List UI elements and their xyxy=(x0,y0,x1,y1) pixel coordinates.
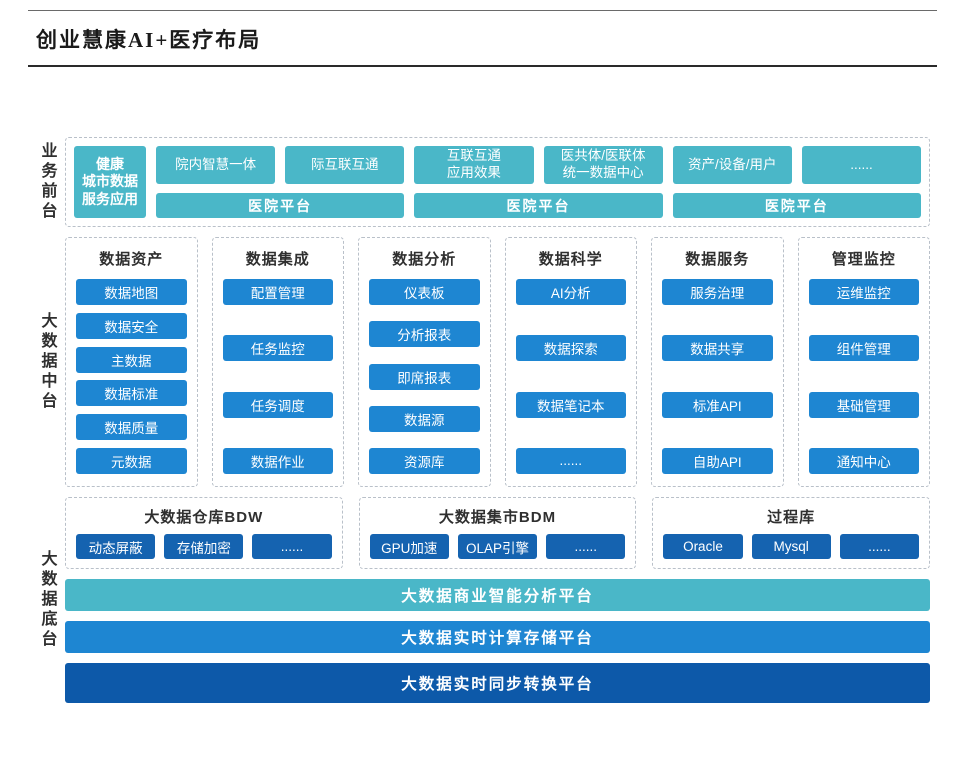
side-label-business-front-text: 业务前台 xyxy=(38,142,56,222)
capability-node: 服务治理 xyxy=(662,279,773,305)
column-header: 管理监控 xyxy=(831,251,896,268)
capability-node: 数据源 xyxy=(369,405,480,432)
capability-node: 元数据 xyxy=(76,447,187,474)
column-data-assets: 数据资产 数据地图 数据安全 主数据 数据标准 数据质量 元数据 xyxy=(65,237,198,487)
capability-node: 资源库 xyxy=(369,448,480,474)
capability-node: 配置管理 xyxy=(222,279,333,305)
column-data-analysis: 数据分析 仪表板 分析报表 即席报表 数据源 资源库 xyxy=(358,237,491,487)
front-row-apps: 院内智慧一体 际互联互通 互联互通 应用效果 医共体/医联体 统一数据中心 资产… xyxy=(156,146,922,184)
column-data-services: 数据服务 服务治理 数据共享 标准API 自助API xyxy=(651,237,784,487)
front-panel: 健康 城市数据 服务应用 院内智慧一体 际互联互通 互联互通 应用效果 医共体/… xyxy=(65,137,930,227)
storage-node-more: ...... xyxy=(839,534,919,559)
group-title: 大数据集市BDM xyxy=(438,509,557,526)
capability-node: 数据标准 xyxy=(76,380,187,407)
middle-columns: 数据资产 数据地图 数据安全 主数据 数据标准 数据质量 元数据 数据集成 配置… xyxy=(65,237,930,487)
storage-node: 存储加密 xyxy=(164,534,244,559)
side-label-business-front: 业务前台 xyxy=(28,137,65,227)
side-label-data-base: 大数据底台 xyxy=(28,497,65,703)
storage-node: 动态屏蔽 xyxy=(76,534,156,559)
capability-node: 任务监控 xyxy=(222,335,333,362)
capability-node: 基础管理 xyxy=(808,391,919,418)
column-header: 数据集成 xyxy=(245,251,310,268)
base-platform-content: 大数据仓库BDW 动态屏蔽 存储加密 ...... 大数据集市BDM GPU加速… xyxy=(65,497,931,703)
group-title: 大数据仓库BDW xyxy=(144,509,264,526)
capability-node: AI分析 xyxy=(515,279,626,305)
storage-node-more: ...... xyxy=(546,534,626,559)
side-label-data-middle: 大数据中台 xyxy=(28,237,65,487)
capability-node: 数据笔记本 xyxy=(515,391,626,418)
column-items: 运维监控 组件管理 基础管理 通知中心 xyxy=(808,279,919,474)
group-items: Oracle Mysql ...... xyxy=(663,534,919,559)
storage-node: GPU加速 xyxy=(369,534,449,559)
column-header: 数据分析 xyxy=(392,251,457,268)
platform-bar-realtime-compute-storage: 大数据实时计算存储平台 xyxy=(65,621,930,653)
capability-node: 数据共享 xyxy=(662,335,773,362)
hospital-platform-node: 医院平台 xyxy=(672,193,921,218)
column-items: 配置管理 任务监控 任务调度 数据作业 xyxy=(222,279,333,474)
app-node: 资产/设备/用户 xyxy=(672,146,792,184)
app-node: 互联互通 应用效果 xyxy=(414,146,534,184)
app-node: 院内智慧一体 xyxy=(156,146,276,184)
column-header: 数据科学 xyxy=(538,251,603,268)
capability-node: 数据地图 xyxy=(76,279,187,305)
section-data-base-platform: 大数据底台 大数据仓库BDW 动态屏蔽 存储加密 ...... 大数据集市BDM xyxy=(28,497,931,703)
front-row-platforms: 医院平台 医院平台 医院平台 xyxy=(156,193,921,218)
platform-bar-realtime-sync-transform: 大数据实时同步转换平台 xyxy=(65,663,930,703)
group-items: GPU加速 OLAP引擎 ...... xyxy=(369,534,626,559)
capability-node: 即席报表 xyxy=(369,363,480,390)
page-title: 创业慧康AI+医疗布局 xyxy=(36,28,262,52)
group-title: 过程库 xyxy=(767,509,816,526)
capability-node: 组件管理 xyxy=(808,335,919,362)
capability-node: 数据质量 xyxy=(76,414,187,441)
title-underline xyxy=(28,65,937,67)
top-rule xyxy=(28,10,937,11)
capability-node: 分析报表 xyxy=(369,321,480,348)
hospital-platform-node: 医院平台 xyxy=(156,193,405,218)
capability-node: 数据安全 xyxy=(76,312,187,339)
group-process-db: 过程库 Oracle Mysql ...... xyxy=(652,497,931,569)
capability-node: 标准API xyxy=(662,391,773,418)
side-label-data-base-text: 大数据底台 xyxy=(38,550,56,650)
storage-node: Oracle xyxy=(663,534,743,559)
storage-node: OLAP引擎 xyxy=(457,534,538,559)
capability-node: 运维监控 xyxy=(808,279,919,305)
capability-node: 任务调度 xyxy=(222,391,333,418)
front-label-box: 健康 城市数据 服务应用 xyxy=(74,146,146,218)
hospital-platform-node: 医院平台 xyxy=(414,193,663,218)
column-header: 数据服务 xyxy=(685,251,750,268)
platform-bar-bi-analysis: 大数据商业智能分析平台 xyxy=(65,579,930,611)
group-items: 动态屏蔽 存储加密 ...... xyxy=(76,534,332,559)
app-node: 医共体/医联体 统一数据中心 xyxy=(543,146,663,184)
capability-node: 通知中心 xyxy=(808,447,919,474)
column-items: AI分析 数据探索 数据笔记本 ...... xyxy=(515,279,626,474)
architecture-diagram: 业务前台 健康 城市数据 服务应用 院内智慧一体 际互联互通 互联互通 应用效果… xyxy=(28,137,931,703)
app-node-more: ...... xyxy=(801,146,922,184)
front-right: 院内智慧一体 际互联互通 互联互通 应用效果 医共体/医联体 统一数据中心 资产… xyxy=(156,146,922,218)
storage-node: Mysql xyxy=(751,534,831,559)
app-node: 际互联互通 xyxy=(285,146,405,184)
side-label-data-middle-text: 大数据中台 xyxy=(38,312,56,412)
section-data-middle-platform: 大数据中台 数据资产 数据地图 数据安全 主数据 数据标准 数据质量 元数据 数… xyxy=(28,237,930,487)
column-management-monitoring: 管理监控 运维监控 组件管理 基础管理 通知中心 xyxy=(797,237,930,487)
capability-node: 仪表板 xyxy=(369,279,480,305)
column-items: 数据地图 数据安全 主数据 数据标准 数据质量 元数据 xyxy=(76,279,187,474)
section-business-front: 业务前台 健康 城市数据 服务应用 院内智慧一体 际互联互通 互联互通 应用效果… xyxy=(28,137,930,227)
capability-node-more: ...... xyxy=(515,447,626,474)
column-header: 数据资产 xyxy=(99,251,164,268)
column-data-integration: 数据集成 配置管理 任务监控 任务调度 数据作业 xyxy=(211,237,344,487)
column-items: 服务治理 数据共享 标准API 自助API xyxy=(662,279,773,474)
column-data-science: 数据科学 AI分析 数据探索 数据笔记本 ...... xyxy=(504,237,637,487)
column-items: 仪表板 分析报表 即席报表 数据源 资源库 xyxy=(369,279,480,474)
storage-row: 大数据仓库BDW 动态屏蔽 存储加密 ...... 大数据集市BDM GPU加速… xyxy=(65,497,931,569)
capability-node: 主数据 xyxy=(76,346,187,373)
capability-node: 数据作业 xyxy=(222,447,333,474)
capability-node: 数据探索 xyxy=(515,335,626,362)
capability-node: 自助API xyxy=(662,447,773,474)
group-data-mart-bdm: 大数据集市BDM GPU加速 OLAP引擎 ...... xyxy=(358,497,637,569)
storage-node-more: ...... xyxy=(252,534,332,559)
group-data-warehouse-bdw: 大数据仓库BDW 动态屏蔽 存储加密 ...... xyxy=(65,497,343,569)
